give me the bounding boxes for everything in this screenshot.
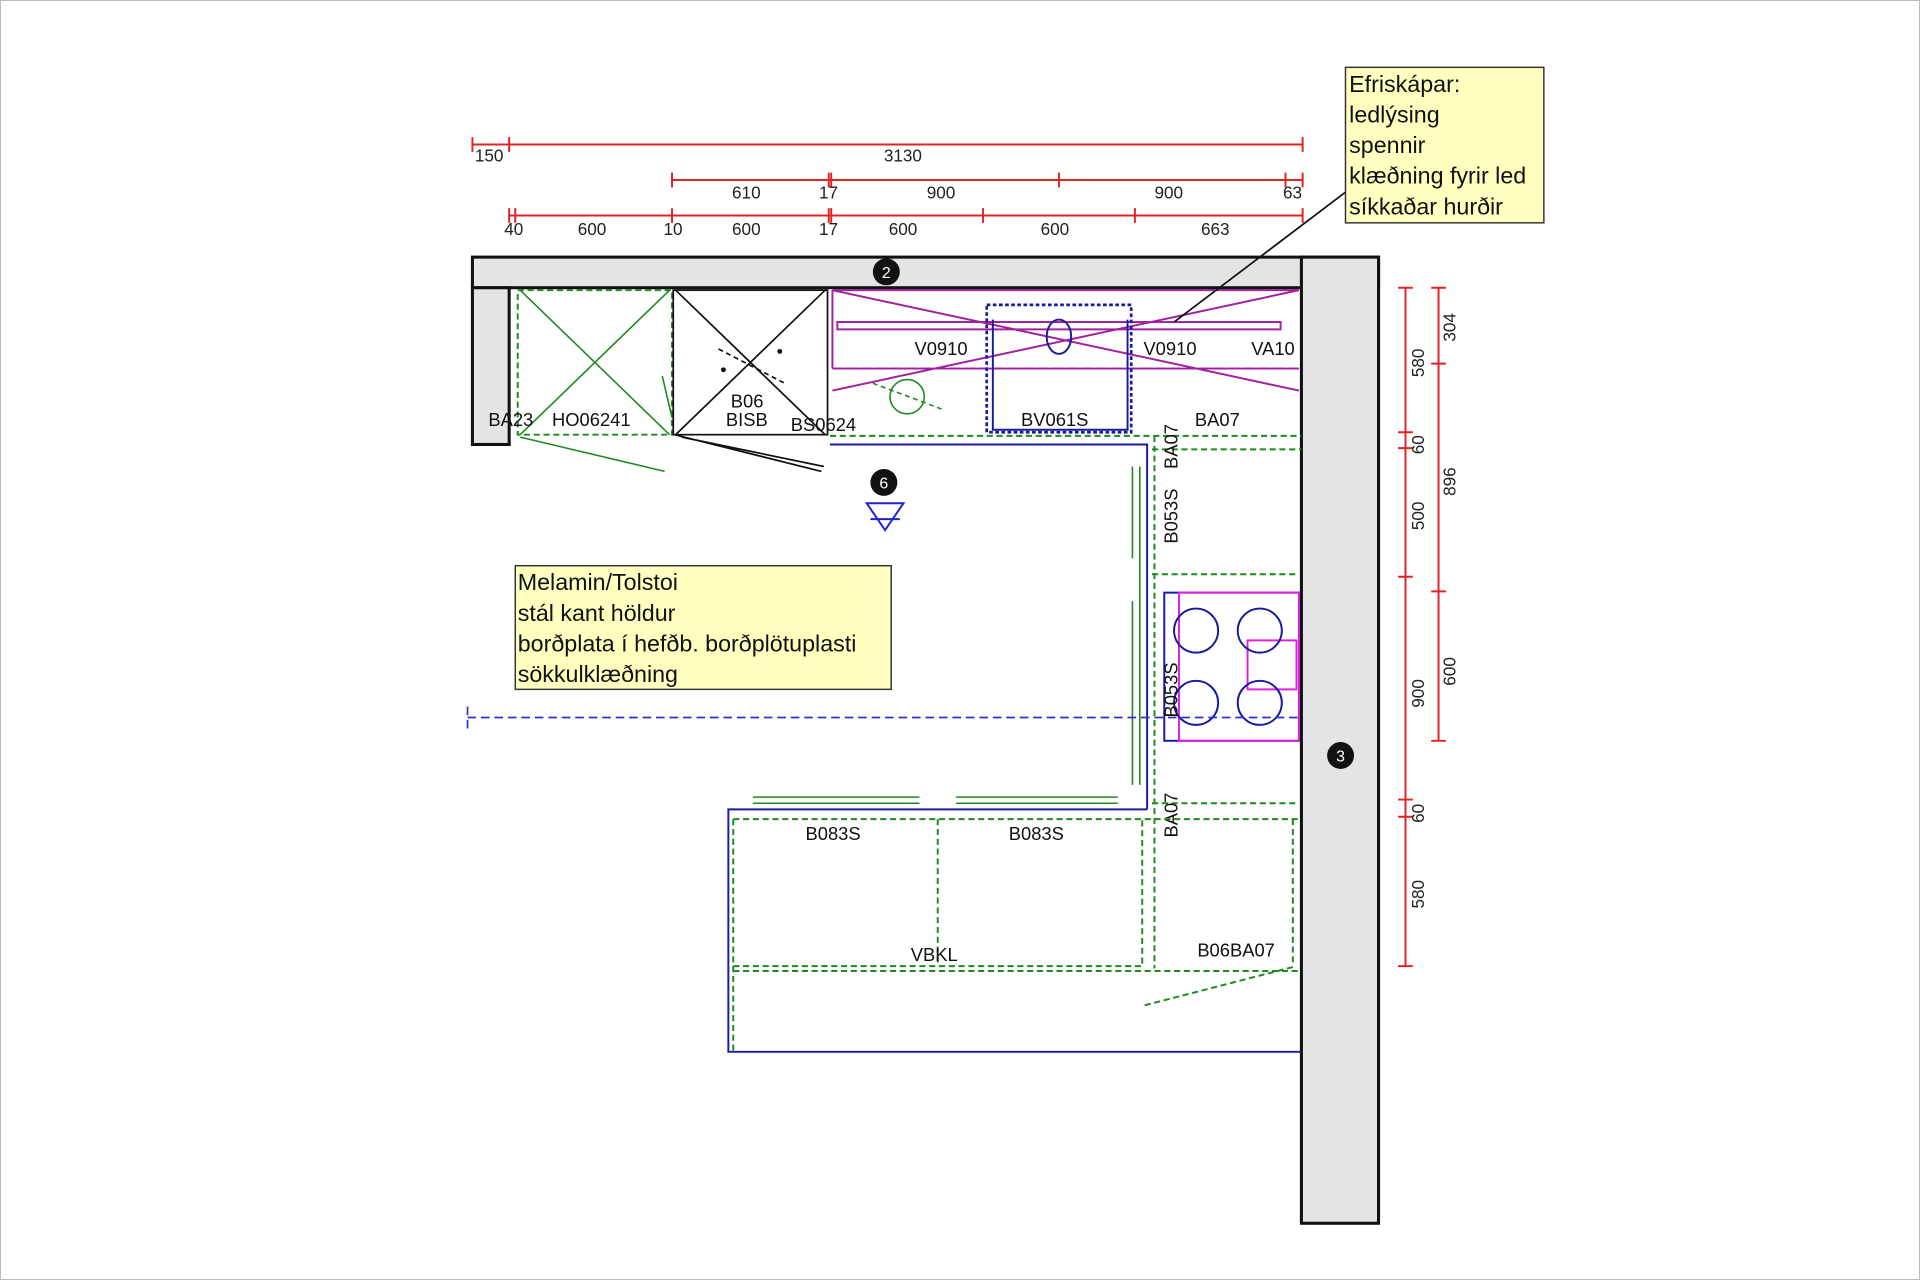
- dim-label: 17: [819, 219, 838, 239]
- dim-label: 900: [927, 182, 956, 202]
- dim-label: 580: [1408, 349, 1428, 378]
- dim-label: 60: [1408, 804, 1428, 823]
- wall-2: [470, 255, 1381, 290]
- walls: [470, 255, 1381, 1225]
- viewpoint-triangle-icon: [864, 502, 906, 532]
- dim-label: 63: [1283, 182, 1302, 202]
- cabinet-label: B053S: [1161, 662, 1182, 717]
- cabinet-label: B06: [731, 391, 764, 412]
- dim-label: 600: [1440, 657, 1460, 686]
- dim-label: 900: [1408, 679, 1428, 708]
- cabinet-label: BISB: [726, 409, 768, 430]
- cabinet-label: B083S: [1009, 823, 1064, 844]
- dim-label: 3130: [884, 146, 922, 166]
- dim-label: 40: [504, 219, 523, 239]
- svg-text:borðplata í hefðb. borðplötupl: borðplata í hefðb. borðplötuplasti: [518, 630, 857, 656]
- wall-3: [1299, 255, 1381, 1225]
- cabinet-label: BA07: [1161, 793, 1182, 838]
- materials-note: Melamin/Tolstoi stál kant höldur borðpla…: [514, 564, 892, 691]
- dim-label: 580: [1408, 880, 1428, 909]
- cabinet-label: BA07: [1195, 409, 1240, 430]
- svg-text:stál kant höldur: stál kant höldur: [518, 600, 676, 626]
- svg-text:ledlýsing: ledlýsing: [1349, 101, 1439, 127]
- dim-label: 663: [1201, 219, 1230, 239]
- dim-label: 600: [578, 219, 607, 239]
- cabinet-label: BA23: [488, 409, 533, 430]
- right-dimensions: 580 60 500 900 60 580 304 896 600: [1398, 286, 1460, 968]
- dim-label: 304: [1440, 313, 1460, 342]
- top-dimensions: 150 3130 610 17 900 900 63 40 600 10 600…: [471, 137, 1304, 239]
- svg-text:Melamin/Tolstoi: Melamin/Tolstoi: [518, 569, 678, 595]
- cabinet-label: VA10: [1251, 338, 1295, 359]
- svg-text:2: 2: [882, 265, 891, 282]
- bottom-cabinet-run: B083S B083S VBKL B06BA07: [727, 796, 1302, 1053]
- wall-marker-2[interactable]: 2: [872, 258, 900, 286]
- dim-label: 610: [732, 182, 761, 202]
- svg-text:spennir: spennir: [1349, 132, 1426, 158]
- top-cabinet-run: BA23 HO06241 B06 BISB BS0624 V0910 BV061…: [488, 191, 1347, 810]
- dim-label: 896: [1440, 467, 1460, 496]
- dim-label: 17: [819, 182, 838, 202]
- cabinet-label: BS0624: [791, 414, 856, 435]
- wall-marker-6[interactable]: 6: [870, 468, 898, 496]
- svg-text:klæðning fyrir led: klæðning fyrir led: [1349, 163, 1526, 189]
- cabinet-label: V0910: [1143, 338, 1196, 359]
- cabinet-label: B053S: [1161, 489, 1182, 544]
- svg-text:síkkaðar hurðir: síkkaðar hurðir: [1349, 193, 1503, 219]
- svg-text:Efriskápar:: Efriskápar:: [1349, 71, 1460, 97]
- cabinet-label: BA07: [1161, 424, 1182, 469]
- upper-cabinets-note: Efriskápar: ledlýsing spennir klæðning f…: [1344, 66, 1545, 224]
- cabinet-label: V0910: [914, 338, 967, 359]
- dim-label: 500: [1408, 502, 1428, 531]
- dim-label: 600: [1041, 219, 1070, 239]
- dim-label: 150: [475, 146, 504, 166]
- dim-label: 600: [889, 219, 918, 239]
- svg-text:sökkulklæðning: sökkulklæðning: [518, 661, 678, 687]
- section-line: [466, 706, 1299, 729]
- right-cabinet-run: BA07 B053S B053S BA07: [1131, 424, 1300, 969]
- wall-marker-3[interactable]: 3: [1327, 742, 1355, 769]
- dim-label: 900: [1154, 182, 1183, 202]
- cabinet-label: VBKL: [911, 944, 958, 965]
- cabinet-label: BV061S: [1021, 409, 1088, 430]
- cabinet-label: B083S: [805, 823, 860, 844]
- dim-label: 600: [732, 219, 761, 239]
- cabinet-label: B06BA07: [1197, 939, 1275, 960]
- cabinet-label: HO06241: [552, 409, 631, 430]
- dim-label: 10: [663, 219, 682, 239]
- wall-left-stub: [470, 286, 511, 446]
- dim-label: 60: [1408, 435, 1428, 454]
- svg-text:3: 3: [1336, 749, 1345, 766]
- svg-text:6: 6: [879, 476, 888, 493]
